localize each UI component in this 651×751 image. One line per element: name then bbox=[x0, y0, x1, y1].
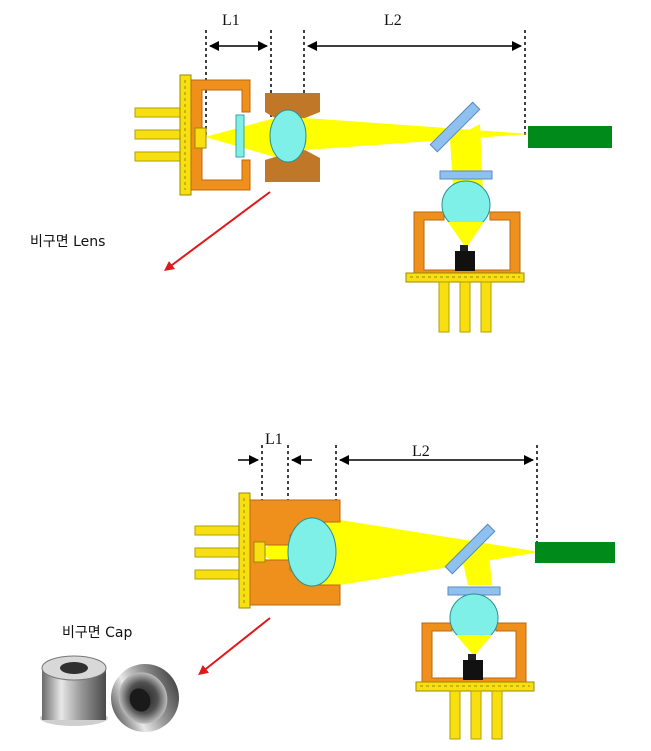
top-diagram: L1 L2 bbox=[30, 12, 612, 333]
bottom-dimension-l2: L2 bbox=[335, 443, 538, 552]
bottom-diagram: L1 L2 bbox=[40, 431, 615, 740]
top-lens-holder bbox=[265, 93, 320, 182]
metal-cap-photo bbox=[40, 655, 179, 732]
top-l2-label: L2 bbox=[384, 12, 402, 29]
top-laser-to-can bbox=[134, 74, 251, 196]
top-beam-splitter-mirror bbox=[429, 101, 481, 153]
bottom-caption-cap: 비구면 Cap bbox=[62, 625, 132, 641]
top-dimension-l2: L2 bbox=[303, 12, 526, 135]
bottom-optical-fiber bbox=[535, 542, 615, 563]
top-optical-fiber bbox=[528, 126, 612, 148]
top-caption-lens: 비구면 Lens bbox=[30, 234, 105, 250]
bottom-beam-splitter-mirror bbox=[444, 523, 496, 575]
bottom-pointer-arrow bbox=[198, 617, 271, 676]
top-pointer-arrow bbox=[163, 191, 271, 271]
bottom-l2-label: L2 bbox=[412, 443, 430, 460]
top-dimension-l1: L1 bbox=[205, 12, 272, 135]
bottom-laser-to-can bbox=[194, 492, 341, 609]
top-laser-beam bbox=[205, 118, 530, 157]
bottom-receiver bbox=[415, 586, 535, 740]
top-receiver bbox=[405, 170, 525, 333]
top-l1-label: L1 bbox=[222, 12, 240, 29]
bottom-l1-label: L1 bbox=[265, 431, 283, 448]
